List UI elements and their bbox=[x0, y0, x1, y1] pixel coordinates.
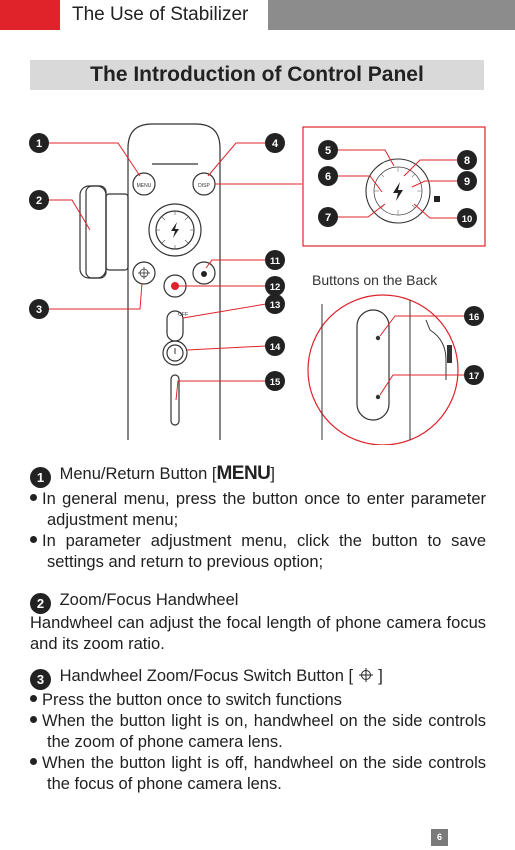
svg-text:1: 1 bbox=[36, 138, 42, 150]
callout-14: 14 bbox=[265, 336, 285, 356]
item2-body: Handwheel can adjust the focal length of… bbox=[30, 614, 486, 653]
page-number: 6 bbox=[431, 829, 448, 846]
list-item: In general menu, press the button once t… bbox=[30, 489, 486, 531]
list-item: When the button light is off, handwheel … bbox=[30, 753, 486, 795]
item2-title: Zoom/Focus Handwheel bbox=[59, 591, 239, 609]
svg-text:10: 10 bbox=[462, 214, 473, 225]
back-buttons-zoom-circle bbox=[307, 294, 459, 445]
item1-title-post: ] bbox=[270, 465, 275, 483]
item3-title-pre: Handwheel Zoom/Focus Switch Button [ bbox=[59, 667, 354, 685]
svg-text:12: 12 bbox=[270, 282, 281, 293]
svg-text:7: 7 bbox=[325, 212, 331, 224]
item1-number-badge: 1 bbox=[30, 467, 51, 488]
bullet-icon bbox=[30, 716, 37, 723]
svg-text:13: 13 bbox=[270, 300, 281, 311]
header-gray-bar bbox=[268, 0, 515, 30]
photo-button-outline bbox=[192, 261, 216, 285]
callout-16: 16 bbox=[464, 306, 484, 326]
menu-button-label: MENU bbox=[137, 183, 152, 189]
item3-title-post: ] bbox=[378, 667, 383, 685]
header-title: The Use of Stabilizer bbox=[72, 4, 249, 25]
section-title: The Introduction of Control Panel bbox=[30, 60, 484, 90]
lightning-icon bbox=[171, 222, 179, 238]
callout-17: 17 bbox=[464, 365, 484, 385]
svg-text:14: 14 bbox=[270, 342, 281, 353]
back-button-outline bbox=[356, 309, 390, 421]
callout-10: 10 bbox=[457, 208, 477, 228]
svg-text:6: 6 bbox=[325, 171, 331, 183]
callout-12: 12 bbox=[265, 276, 285, 296]
callout-13: 13 bbox=[265, 294, 285, 314]
bullet-icon bbox=[30, 758, 37, 765]
stabilizer-handle-outline bbox=[127, 123, 221, 440]
item1-heading: 1 Menu/Return Button [MENU] bbox=[30, 463, 275, 488]
buttons-on-back-label: Buttons on the Back bbox=[312, 272, 438, 288]
bullet-icon bbox=[30, 536, 37, 543]
callout-11: 11 bbox=[265, 250, 285, 270]
callout-4: 4 bbox=[265, 133, 285, 153]
zoom-focus-switch-icon bbox=[358, 668, 373, 682]
header-accent-bar bbox=[0, 0, 60, 30]
list-item: When the button light is on, handwheel o… bbox=[30, 711, 486, 753]
callout-1: 1 bbox=[29, 133, 49, 153]
item2-heading: 2 Zoom/Focus Handwheel bbox=[30, 590, 238, 614]
joystick-ring bbox=[148, 203, 202, 257]
list-item: In parameter adjustment menu, click the … bbox=[30, 531, 486, 573]
callout-3: 3 bbox=[29, 299, 49, 319]
item3-number-badge: 3 bbox=[30, 669, 51, 690]
list-item: Press the button once to switch function… bbox=[30, 690, 486, 711]
disp-button-label: DISP bbox=[198, 183, 210, 189]
zoom-focus-button-outline bbox=[132, 261, 156, 285]
off-label: OFF bbox=[178, 312, 188, 318]
record-dot-icon bbox=[171, 282, 179, 290]
bullet-icon bbox=[30, 695, 37, 702]
item3-bullets: Press the button once to switch function… bbox=[30, 690, 486, 795]
callout-8: 8 bbox=[457, 150, 477, 170]
svg-text:8: 8 bbox=[464, 155, 470, 167]
callout-9: 9 bbox=[457, 171, 477, 191]
svg-text:3: 3 bbox=[36, 304, 42, 316]
svg-text:5: 5 bbox=[325, 145, 331, 157]
item3-heading: 3 Handwheel Zoom/Focus Switch Button [ ] bbox=[30, 666, 383, 690]
item2-number-badge: 2 bbox=[30, 593, 51, 614]
slot-outline bbox=[170, 374, 180, 426]
svg-text:2: 2 bbox=[36, 195, 42, 207]
item1-title-pre: Menu/Return Button [ bbox=[59, 465, 217, 483]
callout-15: 15 bbox=[265, 371, 285, 391]
svg-text:16: 16 bbox=[469, 312, 480, 323]
bullet-icon bbox=[30, 494, 37, 501]
svg-text:17: 17 bbox=[469, 371, 480, 382]
svg-text:11: 11 bbox=[270, 256, 281, 267]
control-panel-diagram: MENU DISP OFF Buttons on the Back bbox=[29, 123, 486, 445]
joystick-zoom-box bbox=[302, 126, 486, 247]
svg-text:4: 4 bbox=[272, 138, 279, 150]
item1-bullets: In general menu, press the button once t… bbox=[30, 489, 486, 573]
menu-button-outline bbox=[132, 172, 156, 196]
svg-text:15: 15 bbox=[270, 377, 281, 388]
callout-7: 7 bbox=[318, 207, 338, 227]
callout-6: 6 bbox=[318, 166, 338, 186]
item1-title-word: MENU bbox=[216, 463, 271, 484]
handwheel-outline bbox=[79, 185, 107, 279]
callout-5: 5 bbox=[318, 140, 338, 160]
svg-text:9: 9 bbox=[464, 176, 470, 188]
power-button-outline bbox=[162, 340, 188, 366]
camera-icon bbox=[201, 271, 207, 277]
callout-2: 2 bbox=[29, 190, 49, 210]
